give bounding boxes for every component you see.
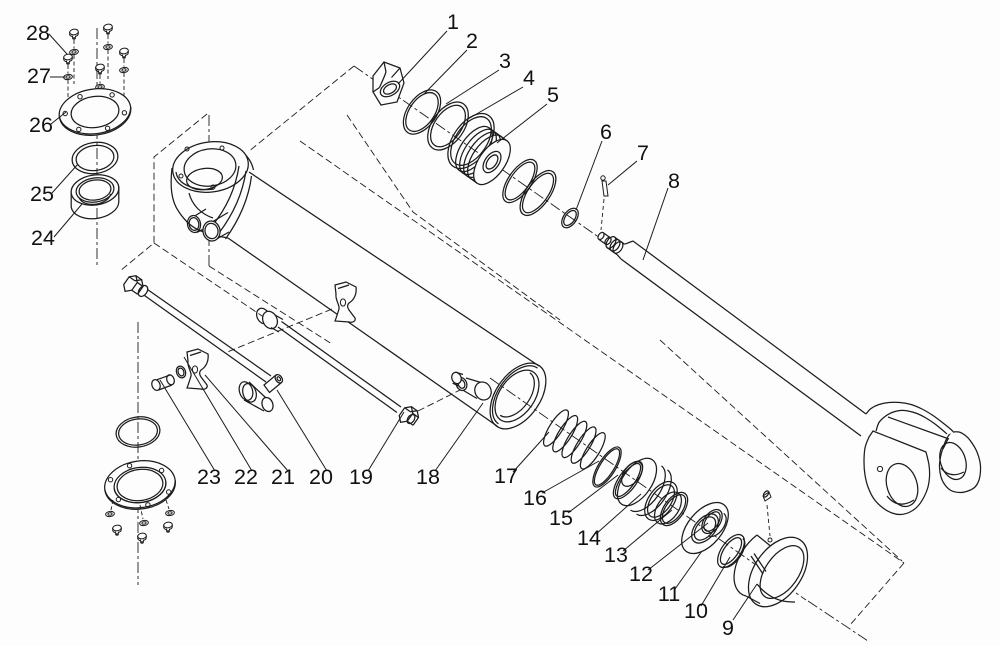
svg-text:27: 27 (27, 64, 51, 88)
svg-text:14: 14 (577, 526, 601, 550)
svg-text:11: 11 (658, 582, 680, 606)
svg-text:1: 1 (447, 10, 459, 34)
svg-text:9: 9 (722, 616, 734, 640)
svg-text:12: 12 (629, 562, 653, 586)
svg-text:22: 22 (234, 465, 258, 489)
svg-text:15: 15 (549, 506, 573, 530)
svg-text:7: 7 (637, 141, 649, 165)
svg-text:13: 13 (604, 543, 628, 567)
svg-text:23: 23 (197, 465, 221, 489)
svg-text:2: 2 (466, 29, 478, 53)
svg-text:21: 21 (271, 465, 295, 489)
svg-text:16: 16 (523, 486, 547, 510)
svg-text:5: 5 (547, 83, 559, 107)
svg-text:18: 18 (416, 465, 440, 489)
svg-text:19: 19 (349, 465, 373, 489)
svg-text:25: 25 (30, 182, 54, 206)
svg-text:6: 6 (600, 120, 612, 144)
svg-text:4: 4 (523, 66, 535, 90)
svg-text:10: 10 (684, 599, 708, 623)
svg-text:3: 3 (499, 49, 511, 73)
svg-text:26: 26 (29, 113, 53, 137)
svg-text:17: 17 (494, 464, 518, 488)
svg-text:20: 20 (309, 465, 333, 489)
svg-text:28: 28 (26, 21, 50, 45)
svg-text:24: 24 (31, 226, 55, 250)
svg-text:8: 8 (668, 169, 680, 193)
